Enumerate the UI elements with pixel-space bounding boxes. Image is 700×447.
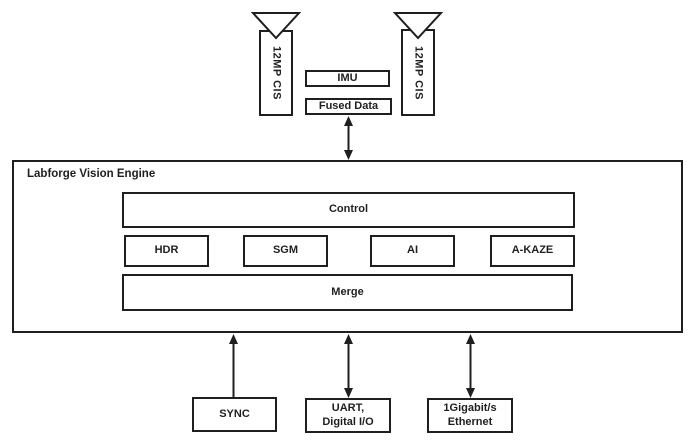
control-label: Control [328,203,369,216]
sensor-right-box: 12MP CIS [401,29,435,116]
merge-label: Merge [331,285,364,298]
module-label-ai: AI [407,244,418,257]
camera-lens-cone-icon-left [250,12,302,40]
vision-engine-title: Labforge Vision Engine [27,168,156,180]
sensor-right-label: 12MP CIS [412,45,425,100]
uart-label: UART, Digital I/O [322,402,373,428]
uart-engine-arrow [344,334,353,398]
module-label-hdr: HDR [154,244,179,257]
ethernet-label: 1Gigabit/s Ethernet [443,402,496,428]
sync-box: SYNC [192,397,277,432]
uart-label-line1: UART, [331,402,365,415]
fused-data-label: Fused Data [318,99,379,112]
module-box-sgm: SGM [243,235,328,267]
uart-label-line2: Digital I/O [322,415,374,428]
control-box: Control [122,192,575,228]
fused-data-box: Fused Data [305,98,392,115]
sync-engine-arrow [229,334,238,397]
imu-box: IMU [305,70,390,87]
module-label-sgm: SGM [272,244,299,257]
ethernet-box: 1Gigabit/s Ethernet [427,398,513,433]
ethernet-label-line1: 1Gigabit/s [443,402,497,415]
imu-label: IMU [337,71,358,84]
module-box-hdr: HDR [124,235,209,267]
merge-box: Merge [122,274,573,311]
ethernet-label-line2: Ethernet [447,415,493,428]
fused-data-engine-arrow [344,116,353,160]
ethernet-engine-arrow [466,334,475,398]
module-label-akaze: A-KAZE [511,244,554,257]
module-box-ai: AI [370,235,455,267]
sync-label: SYNC [219,407,250,420]
sensor-left-box: 12MP CIS [259,30,293,116]
sensor-left-label: 12MP CIS [270,46,283,100]
module-box-akaze: A-KAZE [490,235,575,267]
uart-box: UART, Digital I/O [305,398,391,433]
camera-lens-cone-icon-right [392,12,444,40]
